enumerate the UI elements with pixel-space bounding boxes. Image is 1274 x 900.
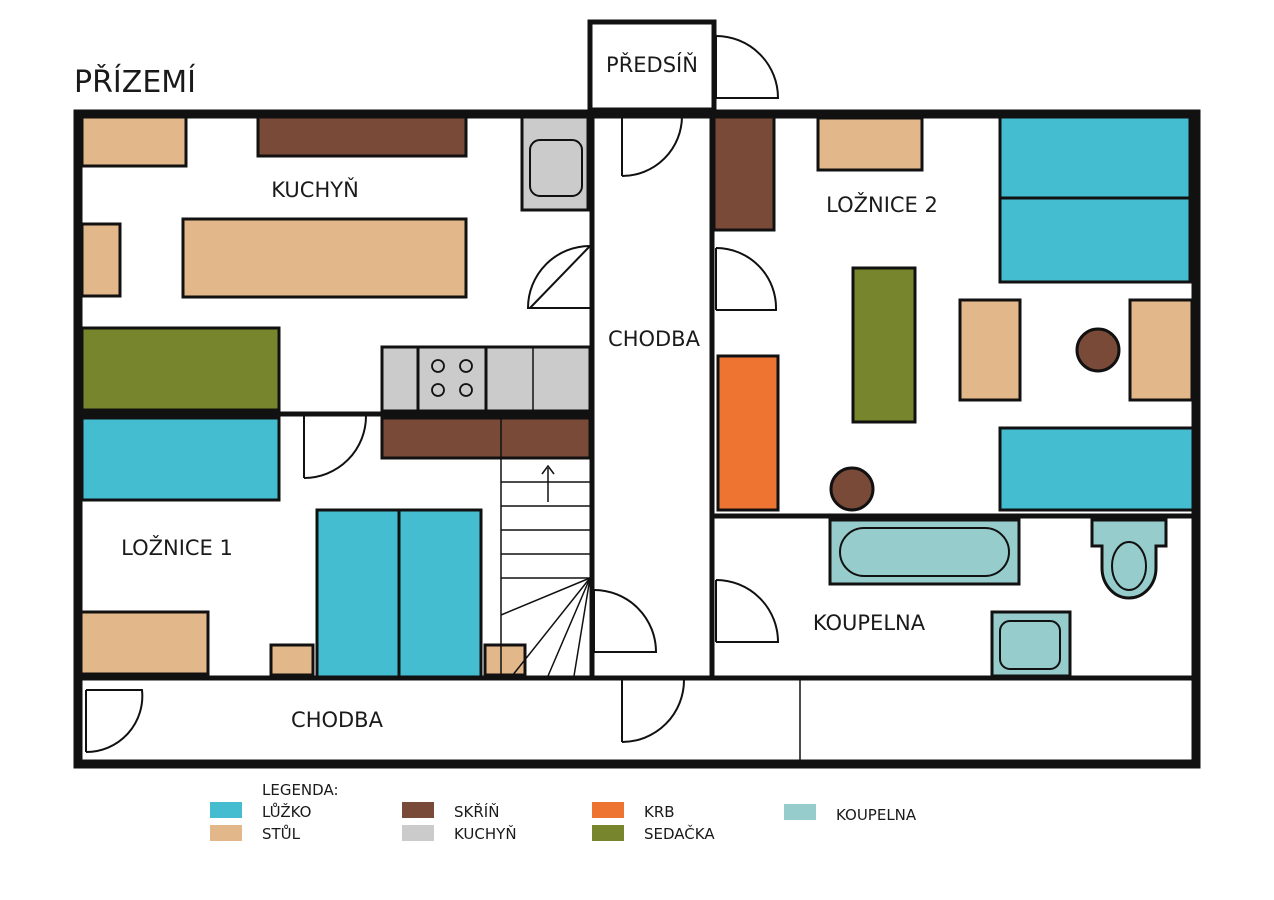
stove-burner bbox=[459, 359, 473, 373]
bedroom2-chair-right bbox=[1128, 298, 1194, 402]
legend-label-fireplace: KRB bbox=[644, 803, 675, 821]
bedroom2-round-stool bbox=[1075, 327, 1121, 373]
legend-swatch-bathroom bbox=[784, 804, 816, 820]
legend-swatch-bed bbox=[210, 802, 242, 818]
hall-wardrobe bbox=[380, 416, 592, 460]
kitchen-sofa bbox=[80, 326, 281, 412]
room-label-loznice1: LOŽNICE 1 bbox=[121, 535, 233, 560]
legend-label-kitchen: KUCHYŇ bbox=[454, 824, 517, 843]
bathroom-sink-basin bbox=[999, 620, 1061, 670]
legend-swatch-kitchen bbox=[402, 825, 434, 841]
legend-swatch-fireplace bbox=[592, 802, 624, 818]
legend-swatch-sofa bbox=[592, 825, 624, 841]
bedroom2-wardrobe bbox=[712, 112, 776, 232]
stove-burner bbox=[459, 383, 473, 397]
nightstand-right bbox=[483, 643, 527, 677]
kitchen-side-table bbox=[80, 222, 122, 298]
outer-wall bbox=[73, 109, 1201, 769]
toilet-seat bbox=[1111, 541, 1147, 591]
legend-label-bathroom: KOUPELNA bbox=[836, 806, 917, 824]
legend-swatch-table bbox=[210, 825, 242, 841]
stairs-arrow-head bbox=[541, 464, 555, 475]
bedroom2-bed-top bbox=[998, 112, 1192, 200]
kitchen-dining-table bbox=[181, 217, 468, 299]
stove-burner bbox=[431, 383, 445, 397]
fireplace bbox=[716, 354, 780, 512]
kitchen-table-corner bbox=[80, 112, 188, 168]
room-label-chodba-vertical: CHODBA bbox=[608, 327, 701, 351]
legend-label-table: STŮL bbox=[262, 824, 301, 843]
room-label-loznice2: LOŽNICE 2 bbox=[826, 192, 938, 217]
room-label-chodba-bottom: CHODBA bbox=[291, 708, 384, 732]
bedroom2-bed-second bbox=[998, 196, 1192, 284]
bedroom2-round-stool-low bbox=[829, 466, 875, 512]
legend-swatch-wardrobe bbox=[402, 802, 434, 818]
bedroom2-bed-bottom bbox=[998, 426, 1196, 512]
legend-heading: LEGENDA: bbox=[262, 781, 339, 799]
stove-burner bbox=[431, 359, 445, 373]
bedroom1-desk bbox=[76, 610, 210, 676]
legend-label-wardrobe: SKŘÍŇ bbox=[454, 802, 499, 821]
plan-title: PŘÍZEMÍ bbox=[74, 64, 196, 100]
legend-label-sofa: SEDAČKA bbox=[644, 824, 715, 843]
nightstand-left bbox=[269, 643, 315, 677]
legend: LEGENDA: LŮŽKO STŮL SKŘÍŇ KUCHYŇ KRB SED… bbox=[210, 781, 917, 843]
room-label-koupelna: KOUPELNA bbox=[813, 611, 926, 635]
legend-label-bed: LŮŽKO bbox=[262, 802, 311, 821]
kitchen-sink-basin bbox=[529, 139, 583, 197]
room-label-predsin: PŘEDSÍŇ bbox=[606, 52, 698, 77]
bedroom1-bed bbox=[80, 416, 281, 502]
room-label-kuchyn: KUCHYŇ bbox=[271, 177, 359, 202]
bedroom2-chair-left bbox=[958, 298, 1022, 402]
bedroom2-sofa bbox=[851, 266, 917, 424]
kitchen-wardrobe bbox=[256, 112, 468, 158]
bathtub-inner bbox=[839, 527, 1010, 577]
bedroom2-table-top bbox=[816, 116, 924, 172]
